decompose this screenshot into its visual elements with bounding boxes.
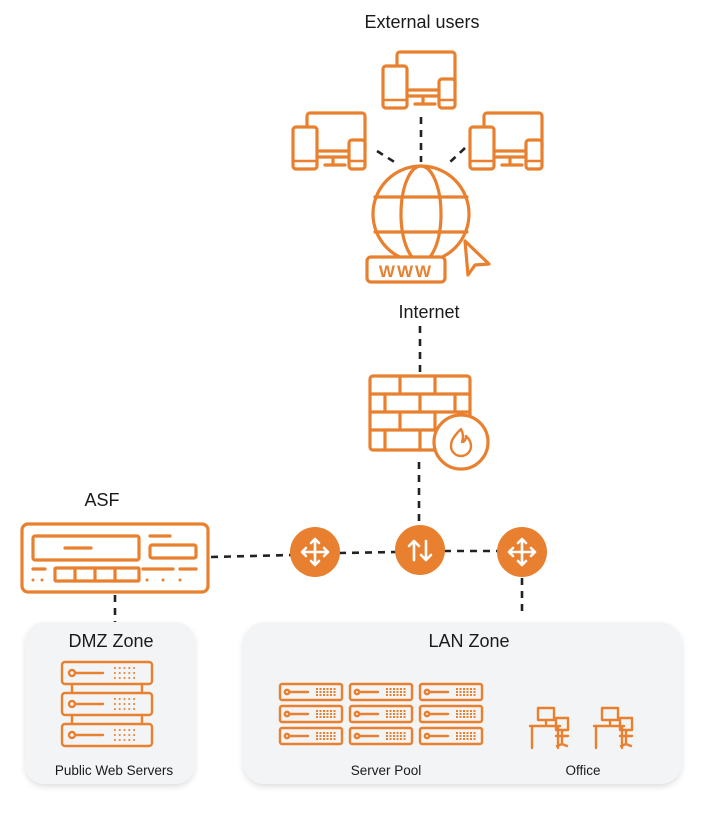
globe-www-icon [365, 164, 491, 284]
firewall-icon [368, 374, 490, 471]
router-left-icon [290, 527, 340, 577]
switch-center-icon [395, 525, 445, 575]
router-right-icon [497, 527, 547, 577]
user-devices-icon-top [381, 50, 457, 110]
dmz-zone-title: DMZ Zone [68, 631, 154, 651]
asf-appliance-icon [20, 522, 210, 594]
www-text: WWW [379, 262, 433, 281]
external-users-label: External users [364, 12, 480, 32]
web-server-rack-icon [60, 660, 154, 748]
connector-lines [113, 117, 524, 622]
asf-label: ASF [84, 490, 120, 510]
lan-zone-title: LAN Zone [428, 631, 510, 651]
user-devices-icon-left [291, 111, 367, 171]
internet-label: Internet [398, 302, 460, 322]
office-label: Office [565, 763, 601, 778]
user-devices-icon-right [468, 111, 544, 171]
server-pool-label: Server Pool [350, 763, 422, 778]
public-web-servers-label: Public Web Servers [54, 763, 174, 778]
